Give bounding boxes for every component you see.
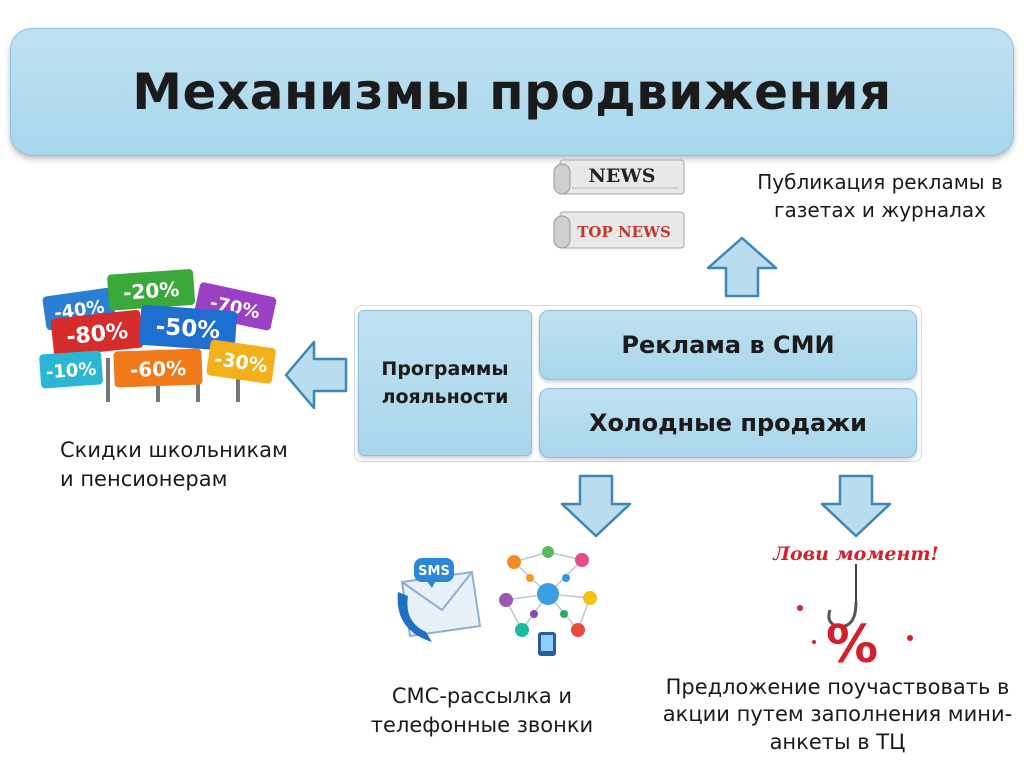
newspaper-icon: NEWS TOP NEWS bbox=[553, 159, 685, 249]
sms-caption: СМС-рассылка и телефонные звонки bbox=[370, 684, 594, 738]
media-ads-label: Реклама в СМИ bbox=[621, 331, 835, 359]
title-banner: Механизмы продвижения bbox=[10, 28, 1014, 156]
loyalty-programs-label: Программы лояльности bbox=[381, 357, 509, 409]
cold-sales-box: Холодные продажи bbox=[539, 388, 917, 458]
tag-10: -10% bbox=[45, 359, 97, 383]
arrow-down-icon-sms bbox=[560, 474, 632, 538]
press-caption: Публикация рекламы в газетах и журналах bbox=[757, 170, 1003, 222]
arrow-down-icon-promo bbox=[820, 474, 892, 538]
sms-label: SMS bbox=[418, 564, 450, 579]
discount-tags-icon: -40% -20% -70% -80% -50% -10% -60% -30% bbox=[39, 269, 277, 402]
tag-50: -50% bbox=[155, 314, 221, 344]
page-title: Механизмы продвижения bbox=[132, 63, 892, 121]
news-label: NEWS bbox=[589, 165, 656, 187]
social-network-icon bbox=[499, 546, 597, 656]
promo-hook-icon: Лови момент! % bbox=[772, 543, 939, 666]
loyalty-programs-box: Программы лояльности bbox=[358, 310, 532, 456]
tag-60: -60% bbox=[130, 356, 187, 382]
cold-sales-label: Холодные продажи bbox=[589, 409, 867, 437]
center-frame bbox=[354, 305, 922, 462]
percent-sign: % bbox=[826, 615, 878, 666]
promo-label: Лови момент! bbox=[772, 543, 939, 565]
top-news-label: TOP NEWS bbox=[577, 223, 671, 241]
promo-caption: Предложение поучаствовать в акции путем … bbox=[662, 675, 1013, 754]
discount-caption: Скидки школьникам и пенсионерам bbox=[60, 438, 288, 492]
arrow-up-icon bbox=[706, 236, 778, 298]
tag-20: -20% bbox=[122, 277, 180, 305]
media-ads-box: Реклама в СМИ bbox=[539, 310, 917, 380]
sms-envelope-icon: SMS bbox=[397, 558, 482, 642]
arrow-left-icon bbox=[284, 340, 348, 410]
